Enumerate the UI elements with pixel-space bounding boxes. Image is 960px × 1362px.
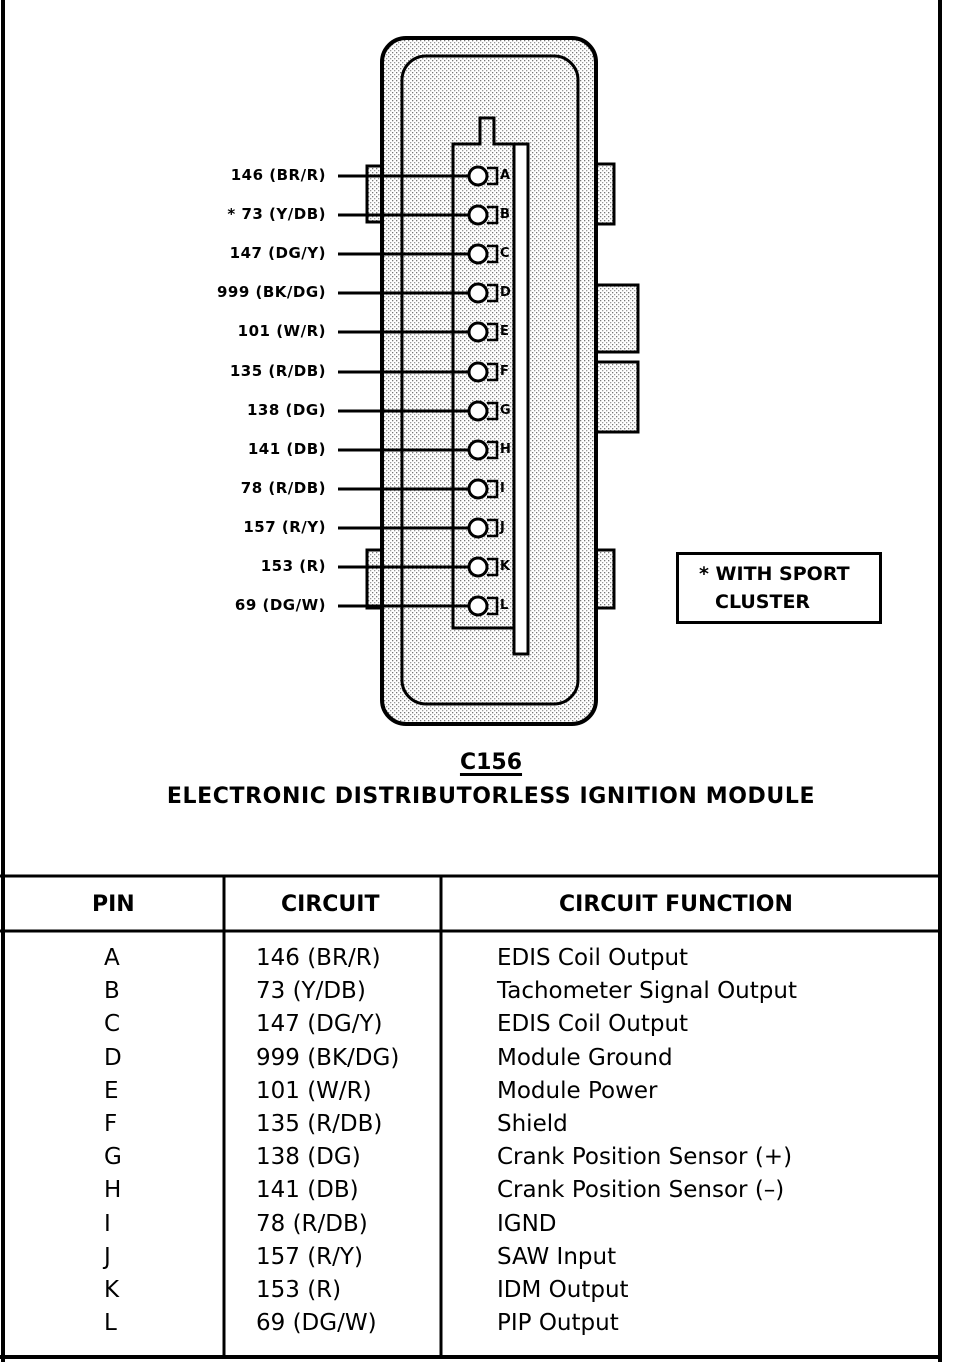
table-cell-circuit: 135 (R/DB)	[256, 1111, 383, 1137]
table-cell-function: Module Ground	[497, 1045, 673, 1071]
table-cell-function: Module Power	[497, 1078, 658, 1104]
pin-contact	[487, 283, 499, 303]
pin-terminal	[467, 478, 489, 500]
wire-label: 141 (DB)	[247, 440, 326, 458]
wire-label: 69 (DG/W)	[234, 596, 326, 614]
wire-label: 147 (DG/Y)	[229, 244, 326, 262]
pin-letter: H	[500, 442, 511, 457]
table-cell-pin: B	[104, 978, 120, 1004]
note-line-1: * WITH SPORT	[699, 563, 850, 585]
pin-terminal	[467, 282, 489, 304]
table-cell-circuit: 78 (R/DB)	[256, 1211, 368, 1237]
table-cell-circuit: 73 (Y/DB)	[256, 978, 366, 1004]
connector-body	[365, 36, 640, 726]
wire-label: * 73 (Y/DB)	[227, 205, 326, 223]
table-cell-pin: J	[104, 1244, 111, 1270]
connector-id: C156	[459, 750, 523, 775]
header-pin: PIN	[92, 892, 135, 917]
header-circuit-function: CIRCUIT FUNCTION	[559, 892, 793, 917]
table-cell-pin: E	[104, 1078, 119, 1104]
table-cell-circuit: 146 (BR/R)	[256, 945, 381, 971]
table-cell-pin: C	[104, 1011, 121, 1037]
pin-terminal	[467, 400, 489, 422]
pin-contact	[487, 440, 499, 460]
pin-contact	[487, 401, 499, 421]
wire-label-column: 146 (BR/R) * 73 (Y/DB) 147 (DG/Y) 999 (BK/D…	[0, 0, 326, 640]
pin-terminal	[467, 321, 489, 343]
note-line-2: CLUSTER	[715, 591, 811, 613]
note-box: * WITH SPORT CLUSTER	[676, 552, 882, 624]
wire-label: 138 (DG)	[246, 401, 326, 419]
pin-letter: C	[500, 246, 510, 261]
pin-letter: F	[500, 364, 509, 379]
wire-label: 78 (R/DB)	[240, 479, 326, 497]
wire-label: 157 (R/Y)	[243, 518, 326, 536]
pin-letter: D	[500, 285, 511, 300]
connector-id-caption: C156	[0, 750, 960, 775]
wire-label: 146 (BR/R)	[230, 166, 326, 184]
table-cell-pin: K	[104, 1277, 120, 1303]
table-cell-circuit: 138 (DG)	[256, 1144, 361, 1170]
wire-label: 101 (W/R)	[237, 322, 326, 340]
table-cell-function: Crank Position Sensor (+)	[497, 1144, 793, 1170]
pin-terminal	[467, 361, 489, 383]
table-cell-function: PIP Output	[497, 1310, 619, 1336]
table-cell-pin: H	[104, 1177, 122, 1203]
pin-terminal	[467, 595, 489, 617]
pin-terminal	[467, 556, 489, 578]
table-cell-function: Tachometer Signal Output	[497, 978, 797, 1004]
table-cell-pin: L	[104, 1310, 117, 1336]
pin-letter: J	[500, 520, 505, 535]
table-cell-function: SAW Input	[497, 1244, 617, 1270]
pin-terminal	[467, 439, 489, 461]
table-cell-circuit: 69 (DG/W)	[256, 1310, 377, 1336]
pin-letter: I	[500, 481, 505, 496]
table-cell-function: EDIS Coil Output	[497, 945, 689, 971]
pin-contact	[487, 557, 499, 577]
table-cell-circuit: 153 (R)	[256, 1277, 342, 1303]
table-cell-function: IGND	[497, 1211, 557, 1237]
table-cell-pin: A	[104, 945, 120, 971]
table-cell-circuit: 101 (W/R)	[256, 1078, 372, 1104]
pin-terminal	[467, 243, 489, 265]
pin-terminal	[467, 204, 489, 226]
pin-letter: A	[500, 168, 511, 183]
pin-contact	[487, 362, 499, 382]
table-cell-pin: F	[104, 1111, 118, 1137]
pin-contact	[487, 596, 499, 616]
pin-letter: K	[500, 559, 511, 574]
wire-label: 999 (BK/DG)	[216, 283, 326, 301]
pin-contact	[487, 166, 499, 186]
table-cell-pin: G	[104, 1144, 122, 1170]
pin-letter: E	[500, 324, 509, 339]
pin-contact	[487, 244, 499, 264]
table-cell-function: Crank Position Sensor (–)	[497, 1177, 785, 1203]
table-cell-circuit: 999 (BK/DG)	[256, 1045, 400, 1071]
table-cell-circuit: 141 (DB)	[256, 1177, 359, 1203]
pin-terminal	[467, 517, 489, 539]
pin-letter: G	[500, 403, 511, 418]
pin-letter: B	[500, 207, 510, 222]
pin-contact	[487, 322, 499, 342]
table-cell-function: IDM Output	[497, 1277, 629, 1303]
pin-contact	[487, 205, 499, 225]
table-cell-pin: I	[104, 1211, 111, 1237]
pin-contact	[487, 518, 499, 538]
table-cell-circuit: 157 (R/Y)	[256, 1244, 363, 1270]
table-cell-function: Shield	[497, 1111, 568, 1137]
module-name-caption: ELECTRONIC DISTRIBUTORLESS IGNITION MODU…	[166, 784, 816, 809]
table-cell-pin: D	[104, 1045, 122, 1071]
wire-label: 135 (R/DB)	[229, 362, 326, 380]
header-circuit: CIRCUIT	[281, 892, 380, 917]
wire-group	[338, 165, 499, 617]
table-cell-function: EDIS Coil Output	[497, 1011, 689, 1037]
wire-label: 153 (R)	[260, 557, 326, 575]
table-cell-circuit: 147 (DG/Y)	[256, 1011, 383, 1037]
pin-contact	[487, 479, 499, 499]
pin-letter: L	[500, 598, 509, 613]
pin-terminal	[467, 165, 489, 187]
